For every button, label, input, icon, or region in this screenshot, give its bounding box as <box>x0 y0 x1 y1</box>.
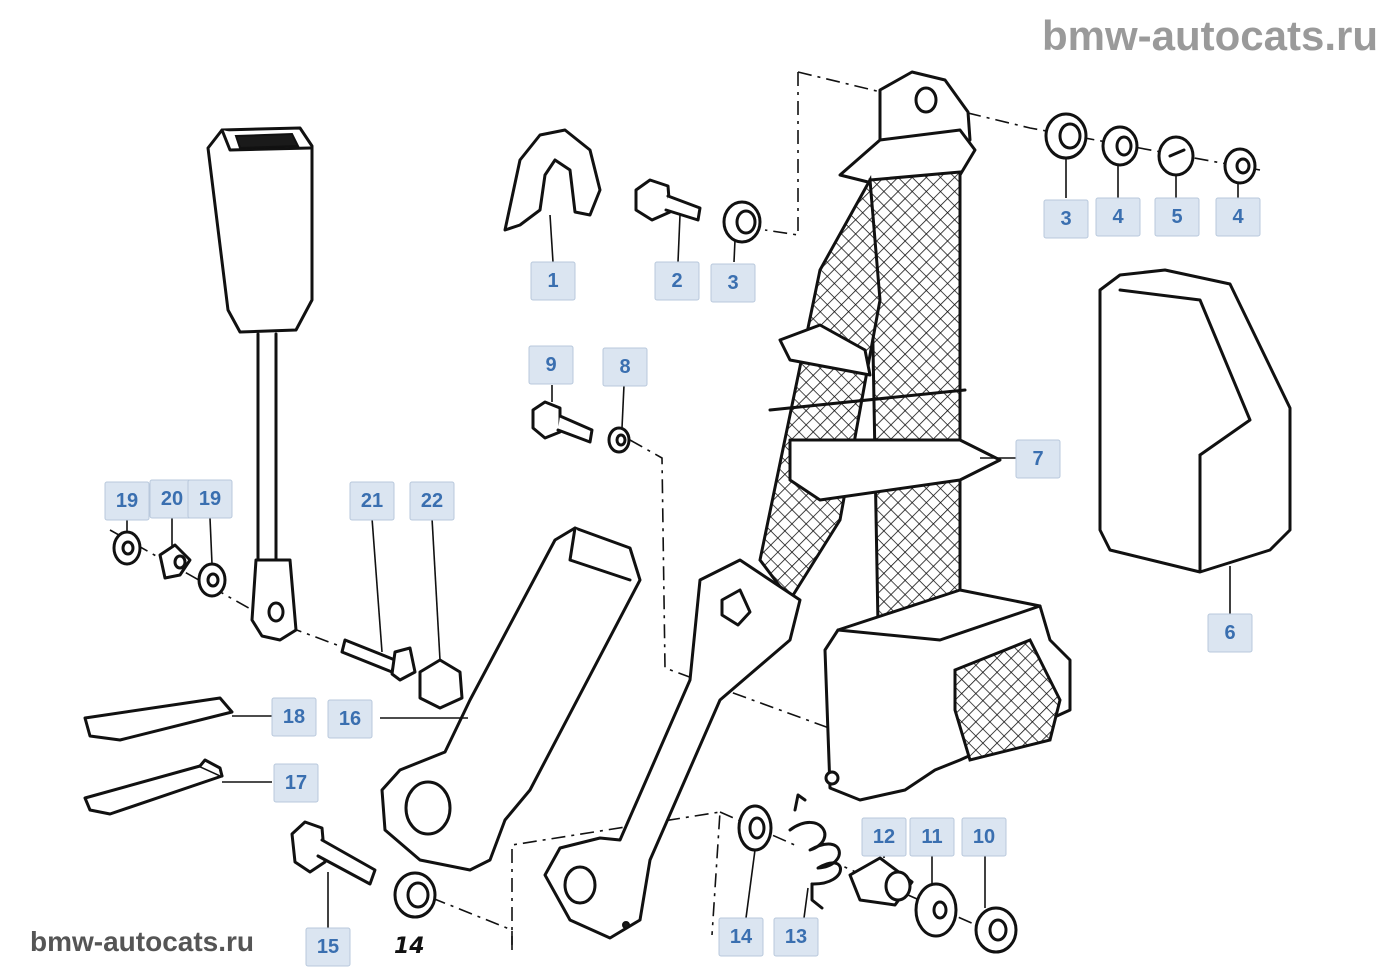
callout-16: 16 <box>327 699 373 739</box>
part-13-spring <box>788 793 842 919</box>
callout-7: 7 <box>1015 439 1061 479</box>
callout-1: 1 <box>530 261 576 301</box>
callout-19-b: 19 <box>187 479 233 519</box>
callout-8: 8 <box>602 347 648 387</box>
svg-text:20: 20 <box>161 488 183 510</box>
retractor-unit <box>823 588 1072 802</box>
svg-text:19: 19 <box>116 490 138 512</box>
svg-text:22: 22 <box>421 490 443 512</box>
svg-text:1: 1 <box>547 270 558 292</box>
part-21-bolt <box>340 517 417 682</box>
svg-text:14: 14 <box>730 926 753 948</box>
handwritten-label-14: 14 <box>394 934 425 959</box>
callout-5: 5 <box>1154 197 1200 237</box>
svg-text:19: 19 <box>199 488 221 510</box>
svg-text:3: 3 <box>727 272 738 294</box>
callout-labels: 1 2 3 3 4 5 4 6 7 8 9 10 11 12 13 14 15 … <box>104 197 1261 967</box>
part-15-bolt <box>290 820 377 930</box>
part-12-bushing <box>848 852 914 907</box>
svg-text:5: 5 <box>1171 206 1182 228</box>
callout-4-a: 4 <box>1095 197 1141 237</box>
callout-9: 9 <box>528 345 574 385</box>
part-2-bolt <box>634 178 702 263</box>
part-10-nut <box>974 856 1018 954</box>
svg-text:3: 3 <box>1060 208 1071 230</box>
svg-text:11: 11 <box>921 826 942 848</box>
svg-text:12: 12 <box>873 826 895 848</box>
callout-15: 15 <box>305 927 351 967</box>
part-6-housing-cover <box>1098 268 1292 618</box>
lower-lever <box>543 558 802 940</box>
part-8-washer <box>607 384 631 454</box>
part-19-washer-b <box>197 517 227 598</box>
callout-6: 6 <box>1207 613 1253 653</box>
part-14-washer-left <box>393 871 437 919</box>
callout-10: 10 <box>961 817 1007 857</box>
part-17-strip <box>83 758 272 816</box>
svg-text:15: 15 <box>317 936 339 958</box>
callout-17: 17 <box>273 763 319 803</box>
callout-13: 13 <box>773 917 819 957</box>
callout-21: 21 <box>349 481 395 521</box>
part-3-nut <box>722 200 762 263</box>
svg-text:2: 2 <box>671 270 682 292</box>
svg-text:4: 4 <box>1112 206 1124 228</box>
part-9-bolt <box>531 385 594 444</box>
callout-19-a: 19 <box>104 481 150 521</box>
svg-text:7: 7 <box>1032 448 1043 470</box>
washer-stack-top-right <box>1044 112 1257 198</box>
callout-3-right: 3 <box>1043 199 1089 239</box>
watermark-top: bmw-autocats.ru <box>1041 12 1378 59</box>
svg-text:21: 21 <box>361 490 383 512</box>
svg-text:4: 4 <box>1232 206 1244 228</box>
callout-20: 20 <box>149 479 195 519</box>
part-22-cap <box>418 517 464 710</box>
callout-11: 11 <box>909 817 955 857</box>
svg-text:18: 18 <box>283 706 305 728</box>
svg-text:16: 16 <box>339 708 361 730</box>
svg-text:13: 13 <box>785 926 807 948</box>
part-16-arm <box>380 526 642 872</box>
callout-4-b: 4 <box>1215 197 1261 237</box>
svg-text:9: 9 <box>545 354 556 376</box>
part-11-washer <box>914 856 958 938</box>
svg-text:17: 17 <box>285 772 307 794</box>
watermark-bottom: bmw-autocats.ru <box>30 926 255 957</box>
svg-text:10: 10 <box>973 826 995 848</box>
part-20-spacer <box>158 518 192 580</box>
callout-12: 12 <box>861 817 907 857</box>
svg-text:8: 8 <box>619 356 630 378</box>
part-14-washer <box>737 804 773 919</box>
callout-22: 22 <box>409 481 455 521</box>
svg-text:6: 6 <box>1224 622 1235 644</box>
callout-18: 18 <box>271 697 317 737</box>
part-19-washer-a <box>112 520 142 566</box>
callout-14: 14 <box>718 917 764 957</box>
part-18-strip <box>83 696 272 742</box>
belt-webbing-and-anchor <box>758 70 1016 627</box>
callout-3-top: 3 <box>710 263 756 303</box>
part-1-cover <box>503 128 602 263</box>
callout-2: 2 <box>654 261 700 301</box>
seat-belt-buckle-stalk <box>206 126 314 642</box>
